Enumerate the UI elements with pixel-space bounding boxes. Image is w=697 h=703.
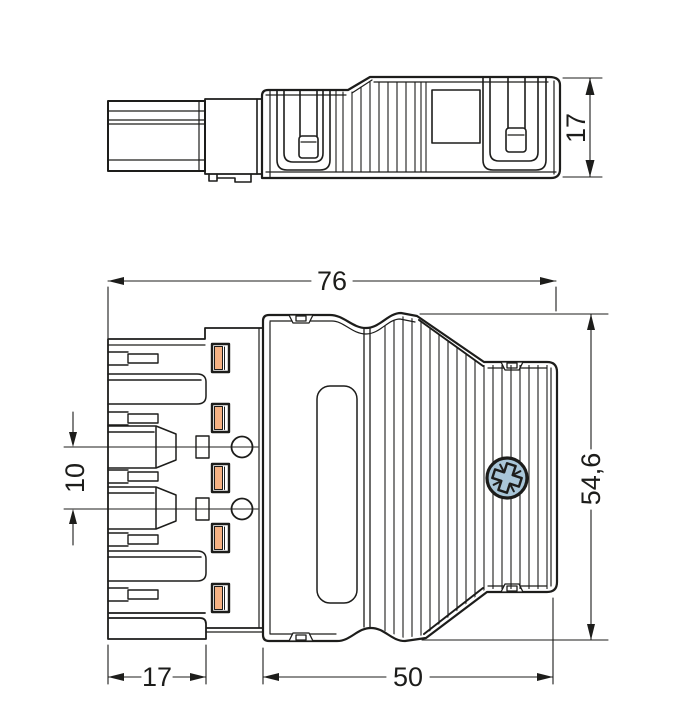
dim-contact-pitch: 10	[60, 411, 90, 546]
side-ribs	[335, 81, 427, 173]
side-mid-section	[204, 98, 263, 175]
narrow-pins	[107, 351, 159, 602]
side-left-latch	[298, 135, 319, 159]
contact	[210, 402, 231, 434]
pin-block	[63, 327, 264, 640]
contact-fill	[214, 466, 223, 490]
contact-fill	[214, 526, 223, 550]
side-housing-inner-lines	[265, 79, 557, 179]
narrow-pin	[107, 351, 159, 366]
latch-tab-inner	[506, 585, 518, 592]
side-plug-nose-lines	[107, 100, 206, 172]
side-right-latch	[505, 127, 527, 153]
wide-pins	[107, 373, 207, 582]
dim-overall-width-label: 76	[317, 266, 347, 296]
pin-block-inner-lines	[107, 327, 264, 633]
dim-plug-section-label: 17	[142, 662, 172, 692]
tall-pin	[107, 486, 177, 530]
dim-overall-height-label: 54,6	[576, 453, 606, 506]
dim-overall-height-ext	[419, 313, 609, 641]
contact	[210, 342, 231, 374]
dim-overall-width: 76	[107, 266, 557, 339]
screw-knurl	[486, 457, 528, 499]
latch-tabs	[288, 314, 524, 642]
dim-contact-pitch-label: 10	[60, 463, 90, 493]
front-view: 76	[60, 266, 609, 692]
contacts	[210, 342, 231, 614]
shoulder-diagonals	[418, 319, 484, 635]
narrow-pin	[107, 587, 159, 602]
dim-side-height-ext	[562, 77, 603, 178]
contact	[210, 522, 231, 554]
dim-housing-width-ext	[262, 597, 554, 685]
contact-fill	[214, 406, 223, 430]
narrow-pin	[107, 411, 159, 426]
latch-tab-inner	[295, 634, 307, 641]
pin-block-outline	[107, 327, 264, 640]
front-face-edge	[363, 327, 371, 629]
marking-recess	[316, 385, 358, 604]
dim-overall-height: 54,6	[419, 313, 609, 641]
latch-tab-inner	[295, 315, 307, 322]
dim-overall-width-ext	[107, 286, 557, 339]
narrow-pin	[107, 532, 159, 547]
side-left-clip	[276, 89, 331, 171]
housing-screw	[485, 456, 529, 500]
side-right-clip	[482, 76, 547, 171]
side-view: 17	[107, 75, 603, 183]
dim-plug-section: 17	[107, 644, 207, 692]
center-lines	[63, 446, 259, 510]
narrow-pin	[107, 469, 159, 484]
contact	[210, 462, 231, 494]
housing-body	[261, 311, 559, 643]
side-mid-foot	[208, 98, 258, 183]
tall-pins	[107, 425, 177, 530]
housing-outline	[261, 311, 559, 643]
latch-tab-inner	[506, 362, 518, 369]
contact	[210, 582, 231, 614]
screw-pozidriv-ticks	[492, 463, 522, 493]
side-housing-outline	[260, 75, 562, 180]
screw-cross-slot	[491, 462, 523, 494]
side-cable-window	[431, 89, 481, 144]
dim-side-height: 17	[561, 77, 603, 178]
wide-pin	[107, 550, 207, 582]
contact-fill	[214, 346, 223, 370]
dim-housing-width-label: 50	[393, 662, 423, 692]
dim-housing-width: 50	[262, 597, 554, 692]
contact-fill	[214, 586, 223, 610]
wide-pin	[107, 373, 207, 405]
dim-side-height-label: 17	[561, 113, 591, 143]
